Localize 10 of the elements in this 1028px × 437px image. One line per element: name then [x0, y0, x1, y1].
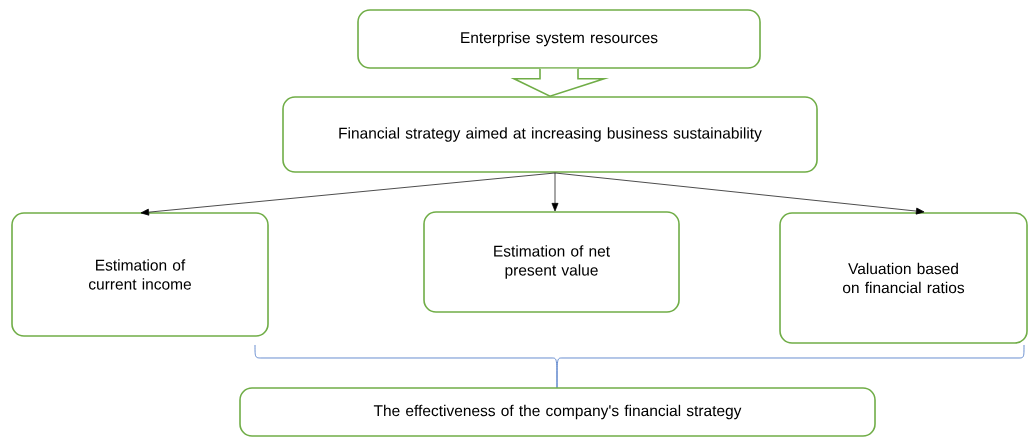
arrow	[554, 172, 925, 215]
process-box: Estimation of current income	[11, 212, 269, 337]
process-box: The effectiveness of the company's financial strategy	[239, 387, 876, 437]
block-arrow	[510, 68, 610, 98]
arrow	[551, 172, 559, 212]
arrow	[140, 172, 556, 216]
process-box: Enterprise system resources	[357, 9, 761, 69]
process-box: Estimation of net present value	[423, 211, 680, 313]
process-box: Valuation based on financial ratios	[779, 212, 1028, 344]
process-box: Financial strategy aimed at increasing business sustainability	[282, 96, 818, 173]
